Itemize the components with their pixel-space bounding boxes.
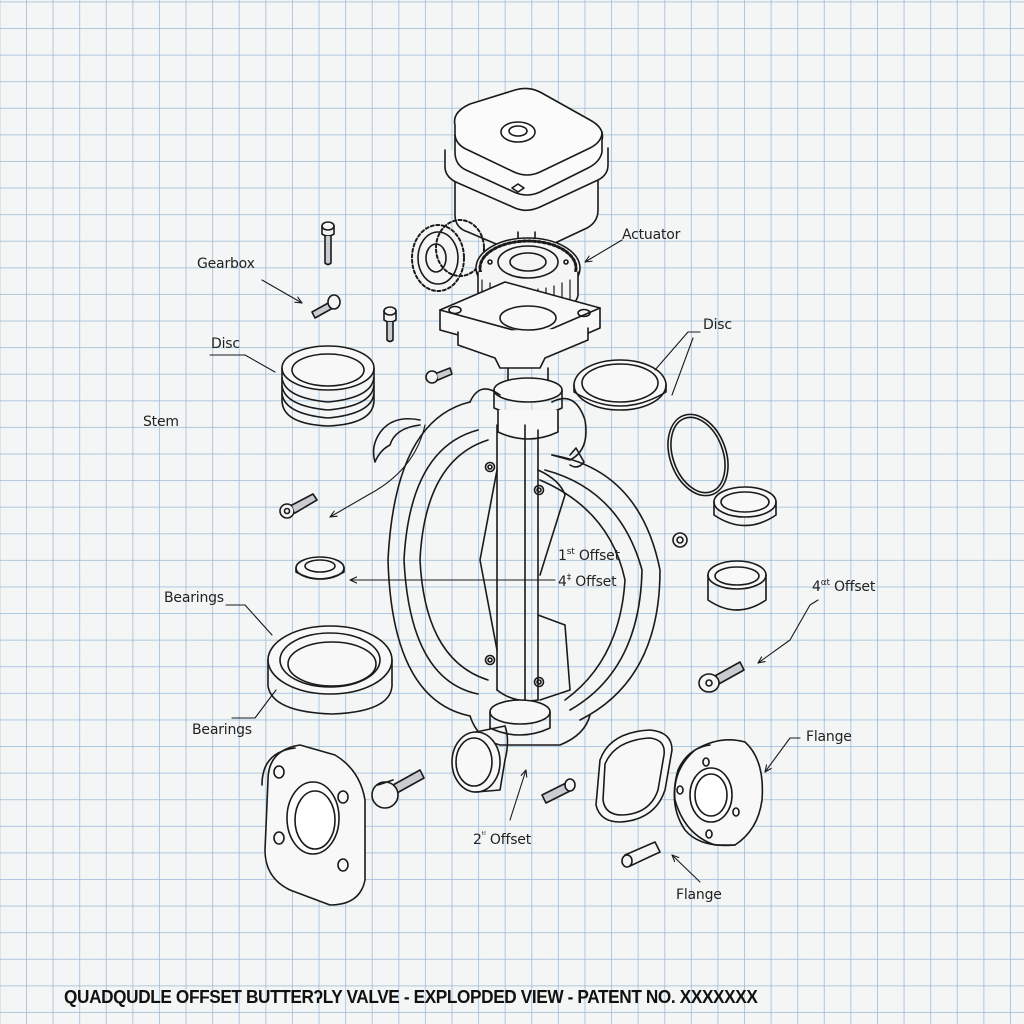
nut-icon [672, 532, 688, 548]
label-gearbox: Gearbox [197, 256, 255, 272]
bearing-icon [267, 625, 393, 715]
label-second-offset: 2ᵗᴵ Offset [473, 831, 531, 848]
leader-lines [209, 239, 819, 883]
seal-rings-stack-icon [281, 345, 375, 427]
flange-left-icon [261, 744, 366, 906]
mounting-plate-icon [439, 281, 601, 369]
gasket-icon [595, 729, 673, 823]
clip-icon [372, 417, 421, 463]
drawing-title: QUADQUDLE OFFSET BUTTERʔLY VALVE - EXPLO… [64, 986, 758, 1007]
actuator-icon [444, 87, 609, 263]
label-bearings-bottom: Bearings [192, 722, 252, 738]
label-flange-right: Flange [806, 729, 852, 745]
bushing-icon [713, 486, 777, 527]
bolt-icon [698, 661, 745, 693]
bushing-icon [707, 560, 767, 611]
label-first-offset: 1st Offset [558, 547, 620, 564]
label-actuator: Actuator [622, 227, 681, 243]
bolt-icon [279, 493, 318, 519]
o-ring-icon [667, 413, 729, 497]
bolt-icon [371, 769, 425, 809]
label-fourth-offset-right: 4αt Offset [812, 578, 876, 595]
label-fourth-offset-center: 4‡ Offset [558, 573, 617, 590]
valve-body-icon [387, 388, 661, 746]
label-disc-left: Disc [211, 336, 240, 352]
label-flange-bottom: Flange [676, 887, 722, 903]
washer-icon [295, 556, 345, 580]
bolt-icon [383, 306, 397, 343]
label-stem: Stem [143, 414, 179, 430]
seal-ring-icon [573, 359, 667, 411]
bolt-icon [425, 367, 453, 384]
bolt-icon [321, 221, 335, 266]
label-bearings-top: Bearings [164, 590, 224, 606]
stem-icon [489, 367, 563, 736]
flange-right-icon [673, 739, 764, 847]
bolt-icon [311, 294, 341, 319]
label-disc-right: Disc [703, 317, 732, 333]
bushing-icon [451, 725, 509, 793]
pin-icon [621, 841, 661, 868]
pin-icon [541, 778, 576, 804]
